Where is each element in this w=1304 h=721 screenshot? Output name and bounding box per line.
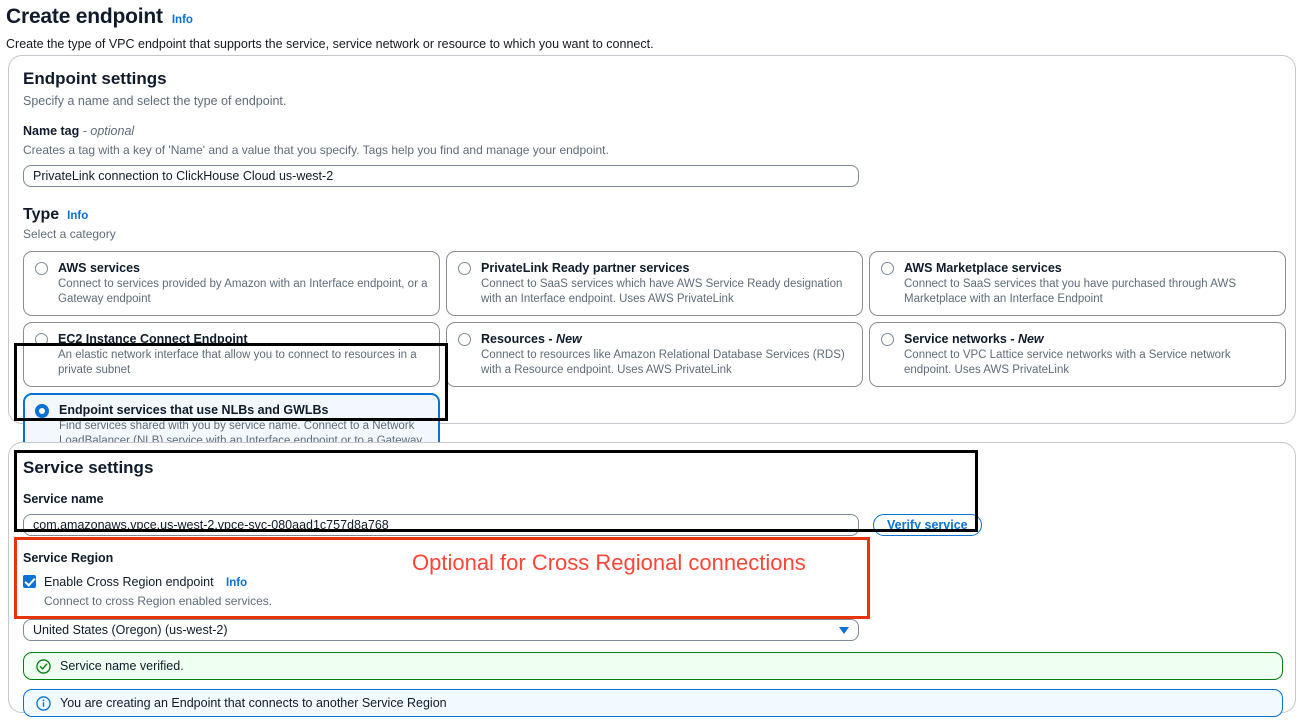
name-tag-input[interactable]: PrivateLink connection to ClickHouse Clo… <box>23 165 859 187</box>
type-option-title: Endpoint services that use NLBs and GWLB… <box>59 403 329 417</box>
name-tag-label: Name tag - optional <box>23 123 1281 140</box>
enable-cross-region-checkbox[interactable] <box>23 575 36 588</box>
radio-icon[interactable] <box>881 333 894 346</box>
name-tag-field-group: Name tag - optional Creates a tag with a… <box>23 123 1281 187</box>
enable-cross-region-hint: Connect to cross Region enabled services… <box>44 594 273 608</box>
type-option-title-row: Resources - New <box>481 331 851 347</box>
service-name-input[interactable]: com.amazonaws.vpce.us-west-2.vpce-svc-08… <box>23 514 859 536</box>
type-option-badge: New <box>1017 332 1044 346</box>
alert-service-name-verified: Service name verified. <box>23 652 1283 680</box>
page-info-link[interactable]: Info <box>171 14 193 26</box>
name-tag-label-text: Name tag <box>23 124 80 138</box>
type-section: Type Info Select a category AWS services… <box>23 205 1286 473</box>
service-region-label: Service Region <box>23 551 114 565</box>
type-option-privatelink-ready-partner-services[interactable]: PrivateLink Ready partner services Conne… <box>446 251 863 316</box>
type-option-desc: Connect to resources like Amazon Relatio… <box>481 349 845 376</box>
type-option-aws-marketplace-services[interactable]: AWS Marketplace services Connect to SaaS… <box>869 251 1286 316</box>
type-option-dash: - <box>1006 332 1018 346</box>
service-settings-title: Service settings <box>23 458 154 477</box>
type-subtitle: Select a category <box>23 227 116 241</box>
service-name-label: Service name <box>23 492 104 506</box>
type-option-service-networks[interactable]: Service networks - New Connect to VPC La… <box>869 322 1286 387</box>
info-circle-icon <box>36 695 51 711</box>
radio-icon[interactable] <box>458 262 471 275</box>
type-option-title: AWS services <box>58 261 140 275</box>
type-option-title: AWS Marketplace services <box>904 261 1062 275</box>
type-option-title: EC2 Instance Connect Endpoint <box>58 332 248 346</box>
alert-info-text: You are creating an Endpoint that connec… <box>60 696 447 710</box>
service-name-field-group: Service name com.amazonaws.vpce.us-west-… <box>23 491 1281 536</box>
type-option-title-row: Service networks - New <box>904 331 1274 347</box>
type-option-badge: New <box>556 332 582 346</box>
alert-cross-region-info: You are creating an Endpoint that connec… <box>23 689 1283 717</box>
service-region-select[interactable]: United States (Oregon) (us-west-2) <box>23 619 859 641</box>
type-heading-row: Type Info <box>23 205 1281 225</box>
enable-cross-region-row[interactable]: Enable Cross Region endpoint Info Connec… <box>23 573 1281 609</box>
name-tag-hint: Creates a tag with a key of 'Name' and a… <box>23 143 609 157</box>
endpoint-settings-title: Endpoint settings <box>23 69 167 88</box>
type-option-ec2-instance-connect-endpoint[interactable]: EC2 Instance Connect Endpoint An elastic… <box>23 322 440 387</box>
radio-icon[interactable] <box>881 262 894 275</box>
endpoint-settings-subtitle: Specify a name and select the type of en… <box>23 94 287 108</box>
type-option-title: Service networks <box>904 332 1007 346</box>
radio-icon-selected[interactable] <box>35 404 49 418</box>
type-option-desc: Connect to SaaS services that you have p… <box>904 278 1236 305</box>
radio-icon[interactable] <box>35 262 48 275</box>
service-settings-card: Service settings Service name com.amazon… <box>8 442 1296 717</box>
type-option-desc: Connect to VPC Lattice service networks … <box>904 349 1231 376</box>
annotation-label-optional-cross-region: Optional for Cross Regional connections <box>412 550 806 575</box>
name-tag-optional-suffix: - optional <box>82 124 135 138</box>
type-option-title: Resources <box>481 332 545 346</box>
service-region-select-value: United States (Oregon) (us-west-2) <box>33 623 228 637</box>
type-option-grid: AWS services Connect to services provide… <box>23 251 1286 473</box>
type-option-desc: Connect to SaaS services which have AWS … <box>481 278 843 305</box>
type-option-dash: - <box>544 332 557 346</box>
service-region-group: Service Region Enable Cross Region endpo… <box>23 550 1281 641</box>
page-title-row: Create endpoint Info <box>6 4 1304 30</box>
page-description: Create the type of VPC endpoint that sup… <box>6 37 654 51</box>
type-info-link[interactable]: Info <box>67 210 89 222</box>
radio-icon[interactable] <box>35 333 48 346</box>
type-label: Type <box>23 206 60 223</box>
enable-cross-region-label: Enable Cross Region endpoint <box>44 575 214 589</box>
service-name-row: com.amazonaws.vpce.us-west-2.vpce-svc-08… <box>23 514 1281 536</box>
page-header: Create endpoint Info Create the type of … <box>0 0 1304 53</box>
cross-region-info-link[interactable]: Info <box>226 577 248 589</box>
endpoint-settings-card: Endpoint settings Specify a name and sel… <box>8 55 1296 473</box>
check-circle-icon <box>36 658 51 674</box>
type-option-aws-services[interactable]: AWS services Connect to services provide… <box>23 251 440 316</box>
type-option-title: PrivateLink Ready partner services <box>481 261 690 275</box>
type-option-desc: An elastic network interface that allow … <box>58 349 417 376</box>
type-option-desc: Connect to services provided by Amazon w… <box>58 278 428 305</box>
page-title: Create endpoint <box>6 5 163 28</box>
alert-success-text: Service name verified. <box>60 659 184 673</box>
verify-service-button[interactable]: Verify service <box>873 514 982 536</box>
chevron-down-icon[interactable] <box>839 626 849 634</box>
type-option-resources[interactable]: Resources - New Connect to resources lik… <box>446 322 863 387</box>
radio-icon[interactable] <box>458 333 471 346</box>
